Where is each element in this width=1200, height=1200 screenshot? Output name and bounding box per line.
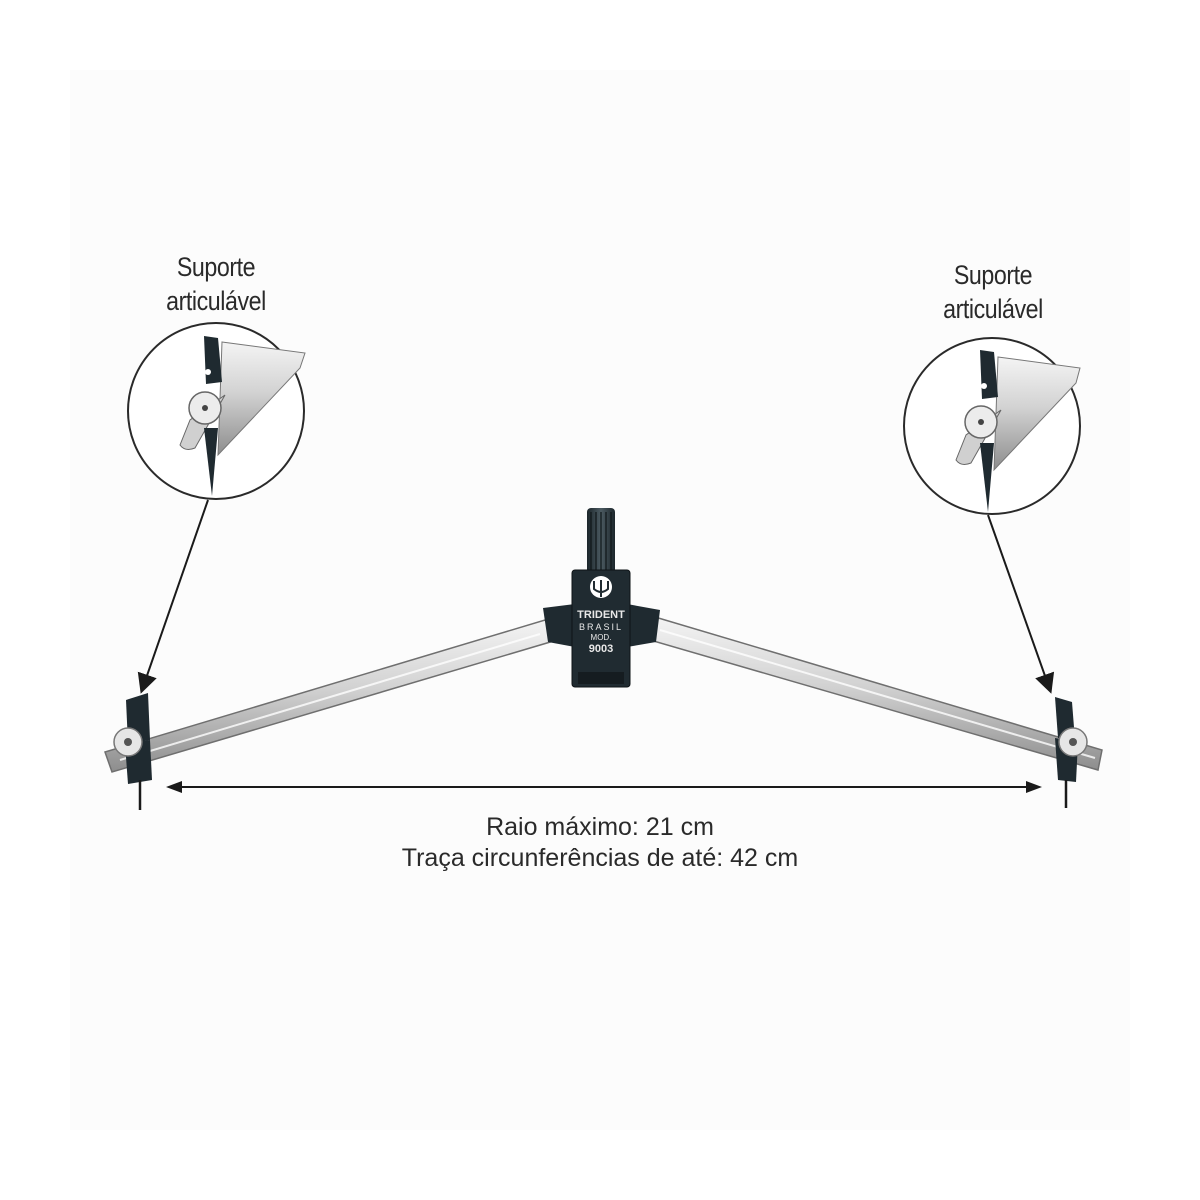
max-radius-text: Raio máximo: 21 cm [486, 813, 714, 841]
right-support-label-line1: Suporte [953, 260, 1033, 290]
country-text: BRASIL [579, 622, 623, 632]
compass-body: TRIDENT BRASIL MOD. 9003 [543, 508, 660, 688]
left-support-label: Suporte articulável [130, 250, 302, 318]
max-circumference-text: Traça circunferências de até: 42 cm [401, 844, 799, 872]
left-pivot-joint [113, 693, 152, 810]
left-arm [104, 619, 559, 773]
left-detail-callout [127, 322, 306, 694]
right-pivot-joint [1055, 697, 1088, 808]
right-support-label: Suporte articulável [907, 258, 1079, 326]
left-support-label-line2: articulável [166, 286, 266, 316]
model-label-text: MOD. [591, 633, 612, 642]
specs-caption: Raio máximo: 21 cm Traça circunferências… [300, 812, 900, 874]
brand-text: TRIDENT [577, 609, 625, 621]
left-support-label-line1: Suporte [176, 252, 256, 282]
radius-dimension-arrow [166, 781, 1042, 793]
right-support-label-line2: articulável [943, 294, 1043, 324]
right-arm [649, 616, 1103, 771]
model-number-text: 9003 [589, 643, 613, 655]
right-detail-callout [903, 337, 1081, 694]
